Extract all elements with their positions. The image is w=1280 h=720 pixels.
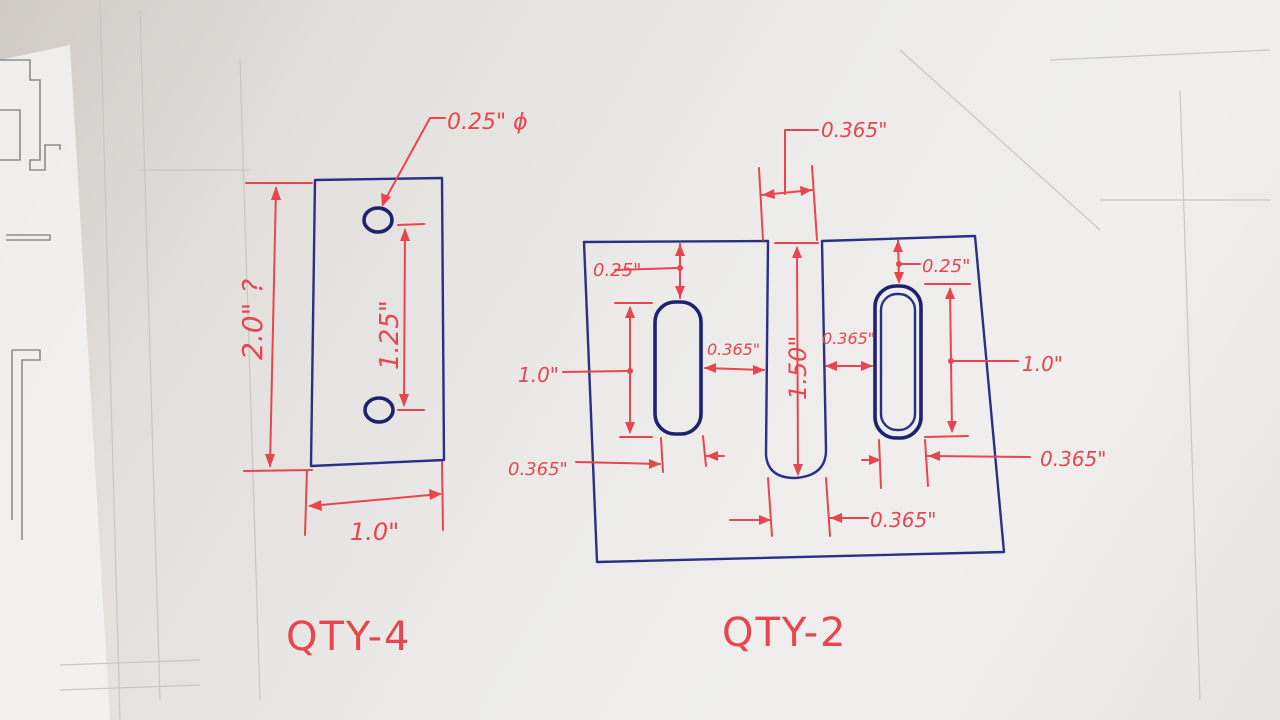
part-b-left-gap-dim: 0.365" — [704, 340, 765, 375]
part-a-hole-bottom — [363, 396, 395, 424]
part-b-center-slot-width-text: 0.365" — [821, 118, 887, 142]
part-a-qty-text: QTY-4 — [286, 614, 412, 660]
part-b-left-slot-width-text: 0.365" — [508, 459, 568, 480]
part-b-left-slot-width-dim: 0.365" — [508, 435, 725, 480]
part-b-right-top-offset-dim: 0.25" — [893, 239, 970, 284]
part-b-left-slot-length-text: 1.0" — [518, 363, 559, 387]
part-a-hole-dia-dim: 0.25" ϕ — [381, 110, 528, 207]
part-a-height-text: 2.0" ? — [236, 279, 269, 360]
part-b-right-slot-length-text: 1.0" — [1022, 352, 1063, 376]
part-b-center-slot-length-dim: 1.50" — [774, 242, 819, 476]
part-b-qty-text: QTY-2 — [722, 610, 848, 656]
part-b-right-slot-width-text: 0.365" — [1040, 447, 1106, 471]
part-b-left-top-offset-text: 0.25" — [593, 260, 641, 281]
part-b-outline — [582, 234, 1006, 564]
part-b-left-top-offset-dim: 0.25" — [593, 243, 685, 299]
part-a-hole-dia-text: 0.25" ϕ — [447, 110, 528, 135]
part-b-right-slot-width-dim: 0.365" — [861, 439, 1106, 489]
part-b-right-slot-inner — [879, 292, 917, 432]
part-b-left-slot-length-dim: 1.0" — [518, 302, 653, 438]
part-b-right-slot-length-dim: 1.0" — [924, 283, 1063, 438]
part-b-center-bottom-width-dim: 0.365" — [729, 477, 936, 537]
part-b-center-slot-length-text: 1.50" — [784, 336, 812, 400]
part-a-hole-spacing-text: 1.25" — [375, 300, 405, 370]
part-a-outline — [309, 176, 446, 468]
part-b-center-slot-width-dim: 0.365" — [758, 118, 887, 241]
part-b-right-top-offset-text: 0.25" — [922, 256, 970, 277]
part-a-hole-spacing-dim: 1.25" — [375, 223, 425, 411]
part-a-hole-top — [362, 206, 394, 234]
part-a: 0.25" ϕ 2.0" ? 1.25" 1.0" — [236, 110, 528, 660]
part-b-left-gap-text: 0.365" — [707, 340, 760, 359]
part-b-right-gap-text: 0.365" — [822, 329, 875, 348]
part-a-width-dim: 1.0" — [304, 461, 444, 546]
part-b-center-bottom-width-text: 0.365" — [870, 508, 936, 532]
part-b: 0.365" 0.25" 1.0" 0.365" — [508, 118, 1106, 656]
part-b-left-slot — [653, 300, 703, 436]
part-b-right-gap-dim: 0.365" — [822, 329, 875, 371]
part-a-width-text: 1.0" — [350, 518, 399, 546]
part-a-height-dim: 2.0" ? — [236, 182, 313, 472]
part-b-right-slot — [873, 284, 923, 440]
